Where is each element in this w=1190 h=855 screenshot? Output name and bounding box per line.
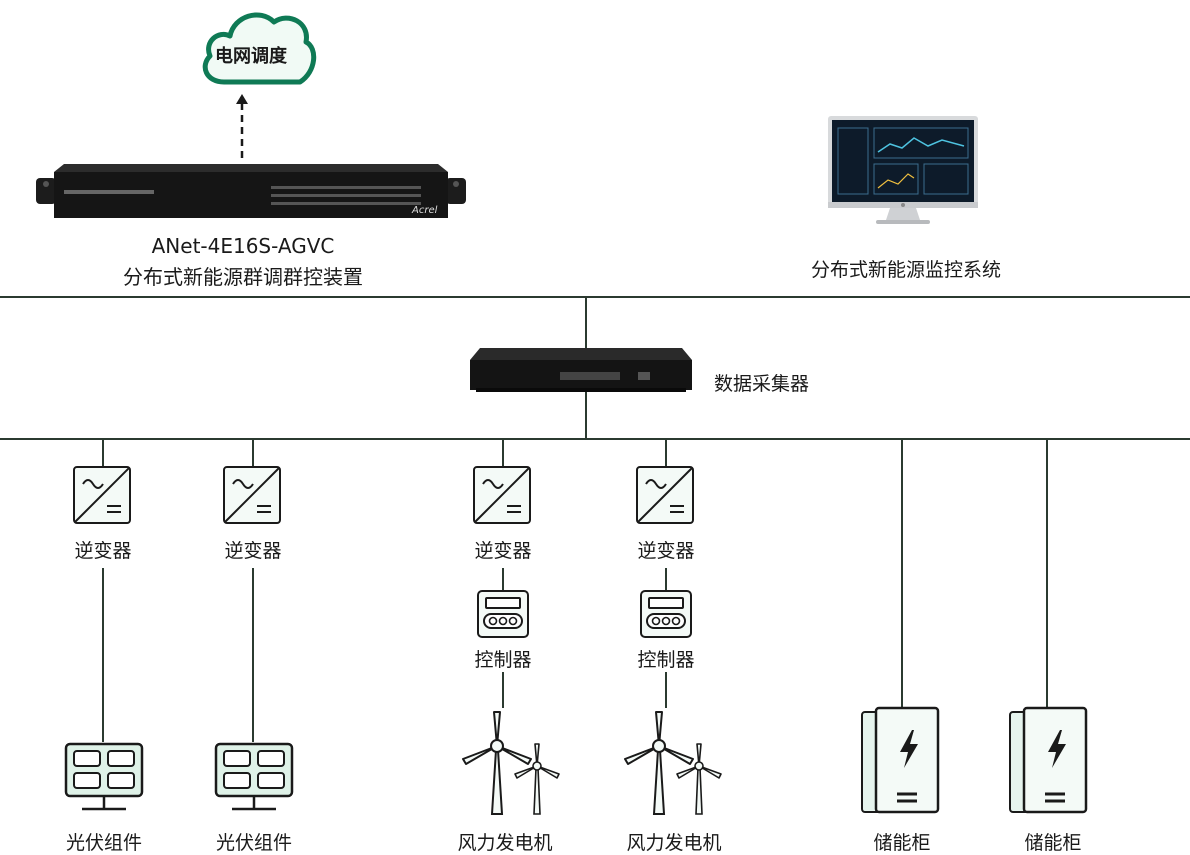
storage-cabinet-label: 储能柜 [1024, 832, 1082, 854]
cloud-icon [202, 12, 317, 85]
branch-line-storage1 [901, 440, 903, 708]
branch-line-pv2 [252, 440, 254, 468]
lower-bus-line [0, 438, 1190, 440]
controller-name-label: 分布式新能源群调群控装置 [123, 265, 363, 289]
solar-panel-icon [214, 742, 294, 811]
wind-turbine-label: 风力发电机 [626, 832, 722, 854]
branch-line-storage2 [1046, 440, 1048, 708]
wind-turbine-icon [462, 711, 560, 815]
inverter-icon [636, 466, 694, 524]
controller-meter-icon [640, 590, 692, 638]
inverter-label: 逆变器 [224, 540, 282, 562]
wind-turbine-label: 风力发电机 [457, 832, 553, 854]
branch-line-wind2 [665, 440, 667, 468]
line-meter-wind1 [502, 672, 504, 708]
upload-arrow [236, 94, 248, 158]
storage-cabinet-label: 储能柜 [873, 832, 931, 854]
solar-panel-icon [64, 742, 144, 811]
inverter-label: 逆变器 [74, 540, 132, 562]
line-inverter-meter1 [502, 568, 504, 590]
energy-storage-icon [861, 706, 940, 814]
controller-brand-label: Acrel [412, 205, 438, 216]
controller-model-label: ANet-4E16S-AGVC [151, 234, 335, 258]
inverter-icon [473, 466, 531, 524]
controller-label: 控制器 [474, 649, 532, 671]
wind-turbine-icon [624, 711, 722, 815]
monitor-system-label: 分布式新能源监控系统 [810, 259, 1002, 281]
controller-device-icon [36, 164, 466, 218]
inverter-label: 逆变器 [637, 540, 695, 562]
line-meter-wind2 [665, 672, 667, 708]
upper-bus-line [0, 296, 1190, 298]
line-inverter-meter2 [665, 568, 667, 590]
inverter-label: 逆变器 [474, 540, 532, 562]
pv-module-label: 光伏组件 [65, 832, 143, 854]
inverter-icon [223, 466, 281, 524]
data-collector-icon [470, 348, 692, 392]
branch-line-wind1 [502, 440, 504, 468]
pv-module-label: 光伏组件 [215, 832, 293, 854]
line-inverter-pv1 [102, 568, 104, 742]
data-collector-label: 数据采集器 [714, 373, 810, 395]
line-inverter-pv2 [252, 568, 254, 742]
branch-line-pv1 [102, 440, 104, 468]
controller-label: 控制器 [637, 649, 695, 671]
controller-meter-icon [477, 590, 529, 638]
monitor-icon [828, 116, 978, 224]
inverter-icon [73, 466, 131, 524]
cloud-label: 电网调度 [215, 46, 287, 67]
energy-storage-icon [1009, 706, 1088, 814]
